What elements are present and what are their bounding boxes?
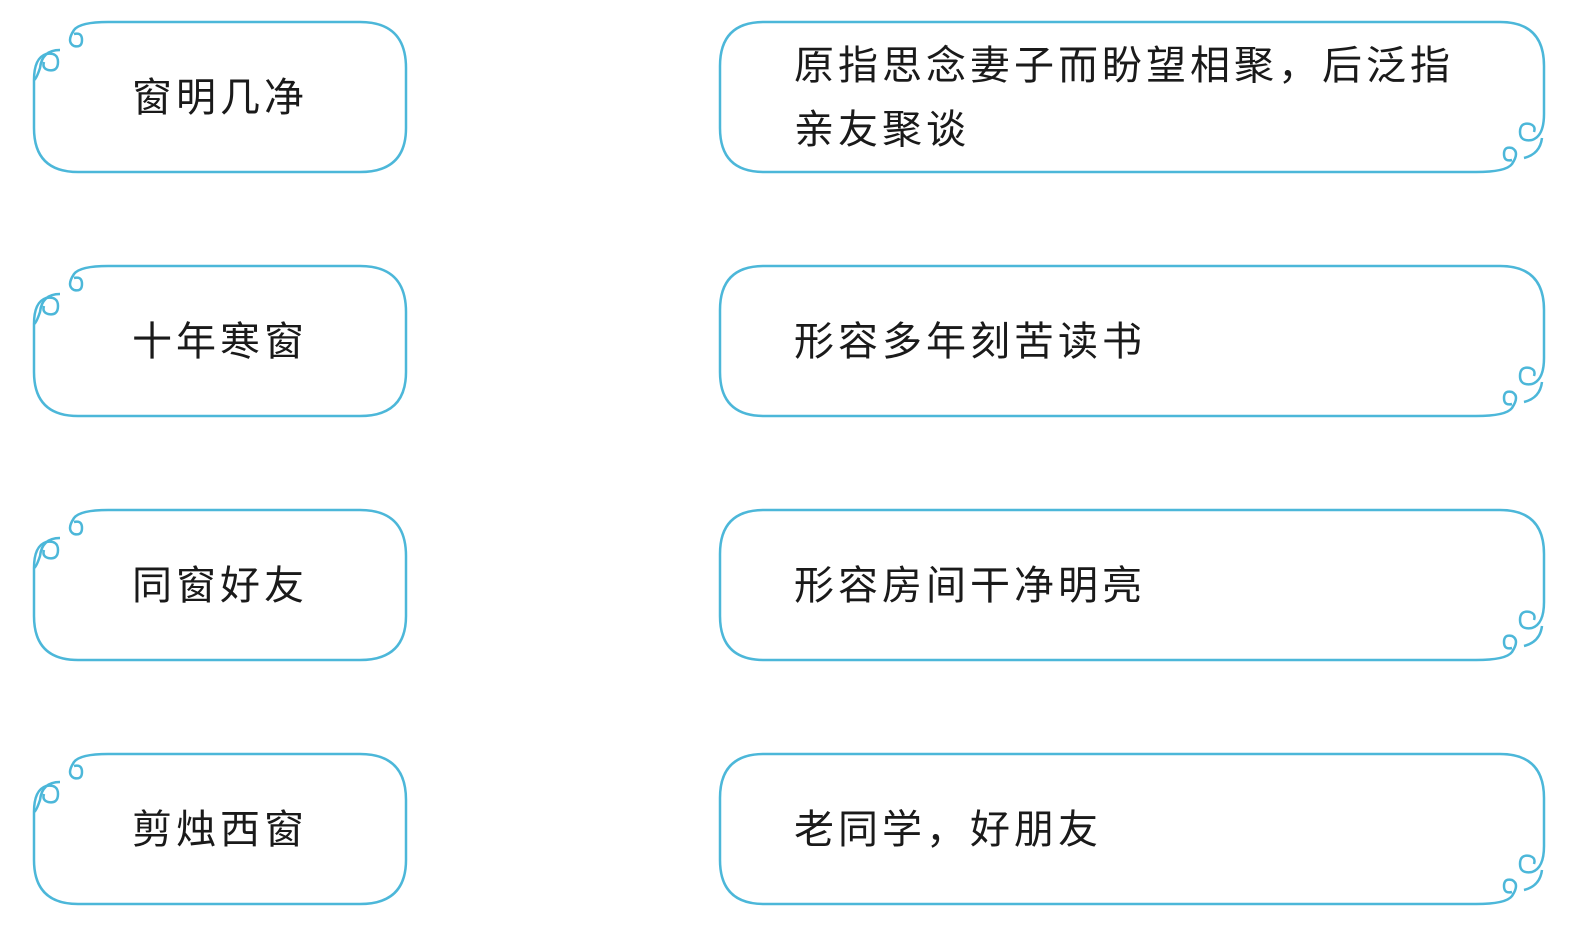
- idiom-card-3[interactable]: 同窗好友: [30, 506, 410, 666]
- meaning-label: 形容多年刻苦读书: [794, 319, 1146, 365]
- idiom-label: 同窗好友: [132, 563, 308, 609]
- meaning-card-2[interactable]: 形容多年刻苦读书: [716, 262, 1548, 422]
- idiom-card-1[interactable]: 窗明几净: [30, 18, 410, 178]
- meaning-card-1[interactable]: 原指思念妻子而盼望相聚，后泛指亲友聚谈: [716, 18, 1548, 178]
- meaning-card-4[interactable]: 老同学，好朋友: [716, 750, 1548, 910]
- idiom-card-2[interactable]: 十年寒窗: [30, 262, 410, 422]
- meaning-label: 形容房间干净明亮: [794, 563, 1146, 609]
- idiom-label: 剪烛西窗: [132, 807, 308, 853]
- meaning-card-3[interactable]: 形容房间干净明亮: [716, 506, 1548, 666]
- idiom-label: 十年寒窗: [132, 319, 308, 365]
- idiom-label: 窗明几净: [132, 75, 308, 121]
- idiom-card-4[interactable]: 剪烛西窗: [30, 750, 410, 910]
- meaning-label: 原指思念妻子而盼望相聚，后泛指亲友聚谈: [794, 43, 1454, 153]
- meaning-label: 老同学，好朋友: [794, 807, 1102, 853]
